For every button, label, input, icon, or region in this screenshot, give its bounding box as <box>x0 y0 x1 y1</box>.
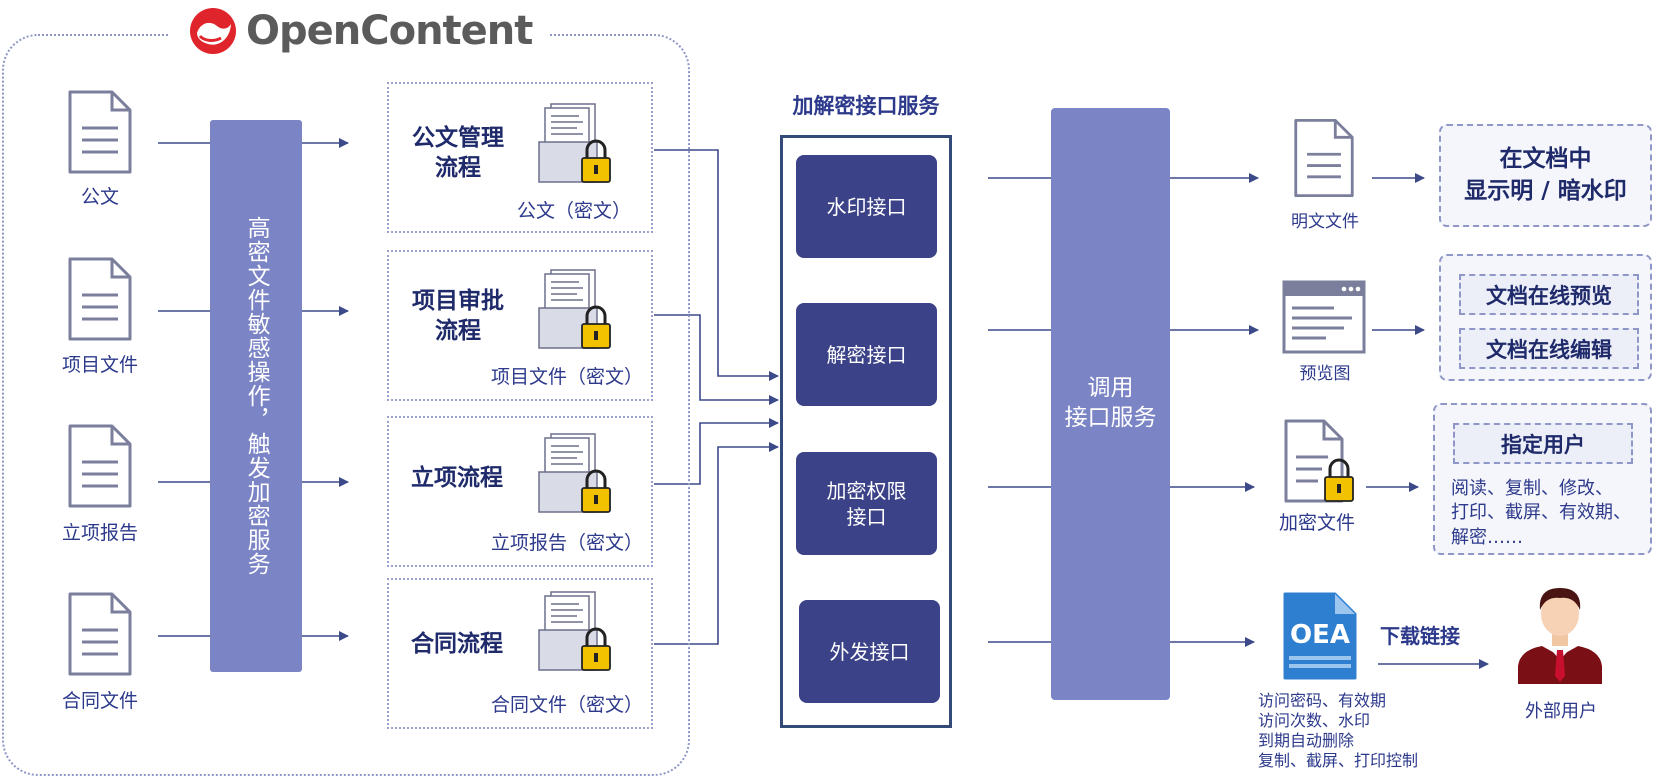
service-frame <box>780 135 952 728</box>
external-user-avatar <box>1512 580 1608 688</box>
permission-list: 阅读、复制、修改、 打印、截屏、有效期、 解密…… <box>1451 478 1631 548</box>
encrypted-file-label: 公文（密文） <box>516 200 631 222</box>
oea-label: OEA <box>1290 620 1350 650</box>
process-box-gongwen: 公文管理 流程 公文（密文） <box>387 82 653 233</box>
source-doc-report <box>66 422 134 514</box>
locked-files-icon <box>537 432 615 522</box>
share-control-item: 访问次数、水印 <box>1258 711 1371 730</box>
download-link-label[interactable]: 下载链接 <box>1380 624 1460 648</box>
outgoing-interface-button[interactable]: 外发接口 <box>799 600 940 703</box>
service-title: 加解密接口服务 <box>792 94 940 118</box>
process-box-contract: 合同流程 合同文件（密文） <box>387 578 653 729</box>
document-icon <box>68 257 132 341</box>
process-box-project: 项目审批 流程 项目文件（密文） <box>387 250 653 401</box>
source-label: 公文 <box>80 186 119 208</box>
brand-name: OpenContent <box>246 8 533 54</box>
share-control-item: 访问密码、有效期 <box>1258 691 1387 710</box>
share-control-item: 到期自动删除 <box>1258 731 1355 750</box>
process-title: 立项流程 <box>411 465 503 491</box>
process-box-report: 立项流程 立项报告（密文） <box>387 416 653 567</box>
encryption-trigger-label: 高密文件敏感操作，触发加密服务 <box>243 216 270 576</box>
plain-file-label: 明文文件 <box>1291 212 1359 232</box>
document-icon <box>68 592 132 676</box>
encrypted-file-label: 合同文件（密文） <box>490 694 643 716</box>
plain-file-icon <box>1292 115 1356 205</box>
source-doc-project <box>66 255 134 347</box>
encrypted-file-label: 立项报告（密文） <box>490 532 643 554</box>
watermark-interface-button[interactable]: 水印接口 <box>796 155 937 258</box>
permissions-box: 指定用户 阅读、复制、修改、 打印、截屏、有效期、 解密…… <box>1433 403 1652 555</box>
locked-files-icon <box>537 268 615 358</box>
designated-user-option[interactable]: 指定用户 <box>1453 423 1633 464</box>
source-doc-contract <box>66 590 134 682</box>
encrypted-file-label: 项目文件（密文） <box>490 366 643 388</box>
encrypted-file-icon <box>1282 417 1360 509</box>
preview-label: 预览图 <box>1299 364 1351 384</box>
preview-options-box: 文档在线预览 文档在线编辑 <box>1439 254 1652 381</box>
source-label: 项目文件 <box>61 354 138 376</box>
process-title: 合同流程 <box>411 631 503 657</box>
document-icon <box>68 424 132 508</box>
process-title: 公文管理 流程 <box>412 125 504 181</box>
online-preview-option[interactable]: 文档在线预览 <box>1459 274 1639 315</box>
preview-window-icon <box>1282 280 1366 358</box>
online-edit-option[interactable]: 文档在线编辑 <box>1459 328 1639 369</box>
brand-logo: OpenContent <box>170 0 550 62</box>
decrypt-interface-button[interactable]: 解密接口 <box>796 303 937 406</box>
encrypt-permission-interface-button[interactable]: 加密权限 接口 <box>796 452 937 555</box>
encrypted-file-label: 加密文件 <box>1278 512 1355 534</box>
encryption-trigger-bar: 高密文件敏感操作，触发加密服务 <box>210 120 302 672</box>
external-user-label: 外部用户 <box>1525 701 1597 722</box>
call-interface-bar: 调用 接口服务 <box>1051 108 1170 700</box>
share-control-item: 复制、截屏、打印控制 <box>1258 751 1419 770</box>
oea-file-icon: OEA <box>1281 590 1359 686</box>
document-icon <box>68 90 132 174</box>
source-doc-gongwen <box>66 88 134 180</box>
locked-files-icon <box>537 102 615 192</box>
watermark-result-box: 在文档中 显示明 / 暗水印 <box>1439 124 1652 227</box>
process-title: 项目审批 流程 <box>412 288 504 344</box>
opencontent-logo-icon <box>190 8 236 54</box>
watermark-result-text: 在文档中 显示明 / 暗水印 <box>1464 146 1627 204</box>
source-label: 合同文件 <box>61 690 138 712</box>
locked-files-icon <box>537 590 615 680</box>
source-label: 立项报告 <box>61 522 138 544</box>
